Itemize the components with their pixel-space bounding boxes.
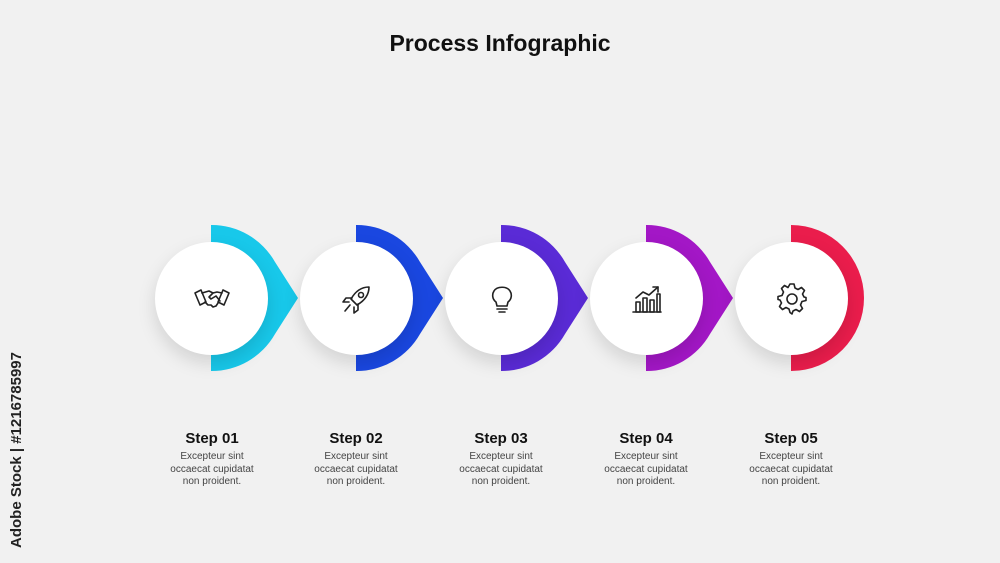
step-label: Step 01 (185, 430, 239, 447)
step-description-line: non proident. (761, 476, 821, 487)
step-description-line: occaecat cupidatat (749, 463, 833, 475)
rocket-icon (341, 285, 370, 314)
step-circle (300, 242, 413, 355)
step-description-line: Excepteur sint (324, 451, 388, 462)
handshake-icon (193, 288, 230, 308)
lightbulb-icon (491, 285, 512, 313)
step-description-line: non proident. (182, 476, 242, 487)
step-description-line: occaecat cupidatat (604, 463, 688, 475)
step-description: Excepteur sint occaecat cupidatat non pr… (431, 451, 571, 489)
step-description-line: Excepteur sint (469, 451, 533, 462)
step-4 (590, 225, 750, 375)
step-3 (445, 225, 605, 375)
step-description: Excepteur sint occaecat cupidatat non pr… (286, 451, 426, 489)
step-circle (590, 242, 703, 355)
step-description: Excepteur sint occaecat cupidatat non pr… (576, 451, 716, 489)
step-label: Step 03 (474, 430, 528, 447)
stock-watermark: Adobe Stock | #1216785997 (8, 352, 25, 548)
step-label: Step 02 (329, 430, 383, 447)
step-label: Step 05 (764, 430, 818, 447)
step-1 (155, 225, 315, 375)
page-title: Process Infographic (389, 30, 611, 56)
step-description-line: non proident. (616, 476, 676, 487)
step-description: Excepteur sint occaecat cupidatat non pr… (721, 451, 861, 489)
step-description-line: occaecat cupidatat (170, 463, 254, 475)
step-description-line: Excepteur sint (180, 451, 244, 462)
step-description-line: non proident. (326, 476, 386, 487)
growth-chart-icon (631, 285, 662, 313)
step-description-line: occaecat cupidatat (459, 463, 543, 475)
step-description-line: occaecat cupidatat (314, 463, 398, 475)
step-5 (735, 225, 895, 375)
step-2 (300, 225, 460, 375)
gear-icon (776, 282, 807, 315)
step-description-line: non proident. (471, 476, 531, 487)
step-description-line: Excepteur sint (614, 451, 678, 462)
step-label: Step 04 (619, 430, 673, 447)
step-circle (445, 242, 558, 355)
step-description: Excepteur sint occaecat cupidatat non pr… (142, 451, 282, 489)
step-description-line: Excepteur sint (759, 451, 823, 462)
step-circle (735, 242, 848, 355)
step-circle (155, 242, 268, 355)
